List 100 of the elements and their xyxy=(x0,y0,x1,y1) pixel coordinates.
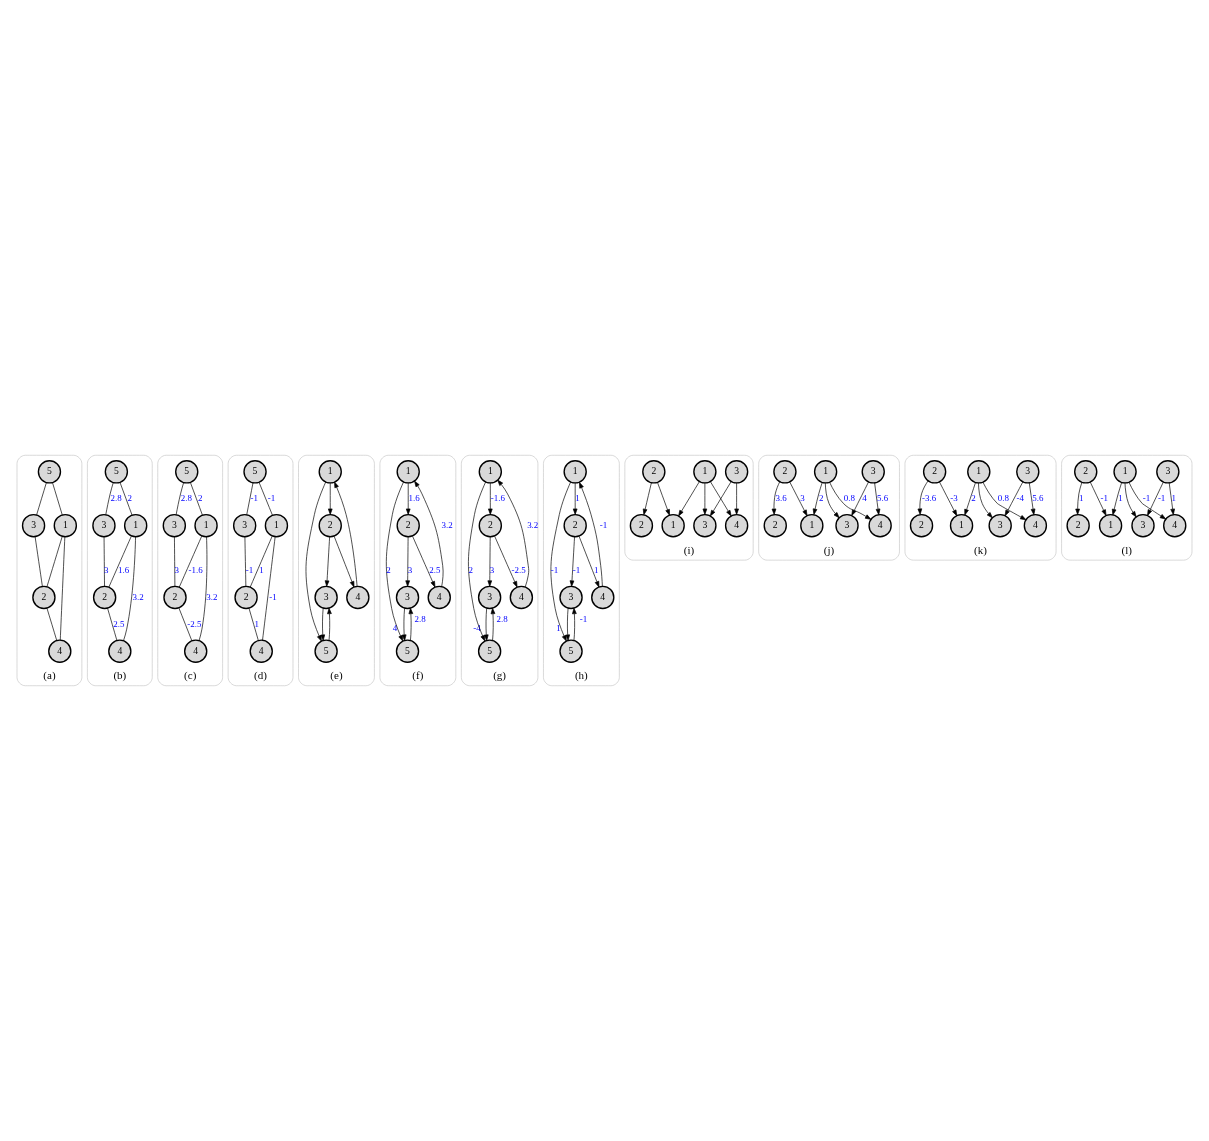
arrow xyxy=(978,482,993,519)
edge-label: 2.8 xyxy=(414,614,426,625)
arrow xyxy=(657,482,670,516)
node-circle: 3 xyxy=(92,513,116,538)
arrow xyxy=(550,481,571,642)
arrow xyxy=(578,535,600,588)
node-circle: 2 xyxy=(642,460,666,484)
arrow xyxy=(1028,482,1036,515)
edge-label: 5.6 xyxy=(1032,493,1044,504)
arrow xyxy=(702,482,708,515)
arrow xyxy=(1168,482,1175,515)
edge-label: -2.5 xyxy=(187,618,202,629)
node-circle: 4 xyxy=(724,513,749,538)
arrow xyxy=(1147,481,1164,516)
connector xyxy=(46,607,58,641)
edge-label: 3 xyxy=(489,564,495,575)
connector xyxy=(174,536,176,587)
arrow xyxy=(572,607,577,641)
edge-label: -1 xyxy=(1100,493,1109,504)
connector xyxy=(123,536,136,641)
edge-label: 1 xyxy=(259,564,264,575)
node-circle: 3 xyxy=(1156,460,1180,484)
node-circle: 3 xyxy=(1131,513,1155,538)
node-circle: 4 xyxy=(509,585,534,610)
connector xyxy=(108,535,132,588)
node-circle: 4 xyxy=(48,639,72,663)
node-circle: 3 xyxy=(1016,460,1040,484)
node-circle: 2 xyxy=(909,513,934,538)
arrow xyxy=(678,481,700,517)
connector xyxy=(258,482,273,516)
arrow xyxy=(1128,481,1167,520)
edge-label: -4 xyxy=(473,623,481,634)
arrow xyxy=(487,536,493,587)
edge-label: 2.5 xyxy=(113,618,125,629)
connector xyxy=(178,535,203,588)
arrow xyxy=(405,536,410,587)
edge-label: 2.8 xyxy=(110,493,122,504)
edge-label: -3.6 xyxy=(922,493,937,504)
edge-label: 0.8 xyxy=(843,493,856,504)
edge-label: -1.6 xyxy=(188,564,203,575)
edge-label: 1 xyxy=(254,618,260,629)
edge-label: -1 xyxy=(550,564,559,575)
edge-label: 2 xyxy=(197,493,203,504)
edge-label: 1.6 xyxy=(118,564,130,575)
edge-label: 3 xyxy=(174,564,179,575)
edge-label: 1 xyxy=(1079,493,1084,504)
connector xyxy=(52,482,63,516)
edge-label: -4 xyxy=(1016,493,1024,504)
node-circle: 2 xyxy=(763,513,787,538)
node-circle: 5 xyxy=(243,460,267,484)
node-circle: 3 xyxy=(21,513,46,538)
connector xyxy=(190,482,203,516)
node-circle: 1 xyxy=(1113,460,1137,484)
edge-label: 1 xyxy=(593,564,599,575)
edge-label: 5.6 xyxy=(876,493,889,504)
edge-label: 4 xyxy=(862,493,867,504)
connector xyxy=(198,536,208,641)
node-circle: 1 xyxy=(194,513,218,538)
node-circle: 5 xyxy=(559,639,583,663)
arrow xyxy=(327,607,332,641)
arrow xyxy=(1075,482,1083,515)
node-circle: 1 xyxy=(318,460,342,484)
node-circle: 3 xyxy=(693,513,717,538)
connector xyxy=(119,482,133,516)
edge-label: 2 xyxy=(818,493,824,504)
node-circle: 4 xyxy=(1163,513,1187,538)
node-circle: 5 xyxy=(175,460,199,484)
node-circle: 4 xyxy=(249,639,273,663)
arrow xyxy=(579,482,603,587)
node-circle: 1 xyxy=(693,460,717,484)
edge-label: 1 xyxy=(1171,493,1176,504)
node-circle: 3 xyxy=(314,585,338,610)
connector xyxy=(248,607,259,641)
node-circle: 5 xyxy=(395,639,420,663)
edge-label: -1 xyxy=(1157,493,1166,504)
edge-label: 3.2 xyxy=(132,591,144,602)
arrow xyxy=(408,607,414,641)
connector xyxy=(246,482,254,515)
arrow xyxy=(405,482,411,515)
edge-label: 2.5 xyxy=(429,564,441,575)
connector xyxy=(178,607,193,642)
node-circle: 2 xyxy=(234,585,258,610)
arrow xyxy=(964,482,976,516)
arrow xyxy=(824,482,840,519)
connector xyxy=(107,607,118,641)
arrow xyxy=(334,481,358,587)
node-circle: 2 xyxy=(773,460,797,484)
node-circle: 1 xyxy=(563,460,587,484)
arrow xyxy=(401,607,407,641)
edge-label: 2 xyxy=(971,493,976,504)
arrow xyxy=(569,536,575,587)
arrow xyxy=(305,481,327,642)
edge-label: -3 xyxy=(950,493,958,504)
arrow xyxy=(414,480,444,587)
connector xyxy=(175,482,184,515)
edge-label: 3 xyxy=(104,564,109,575)
node-circle: 3 xyxy=(724,460,749,484)
arrow xyxy=(734,482,739,515)
node-circle: 4 xyxy=(346,585,370,610)
node-circle: 4 xyxy=(108,639,132,663)
